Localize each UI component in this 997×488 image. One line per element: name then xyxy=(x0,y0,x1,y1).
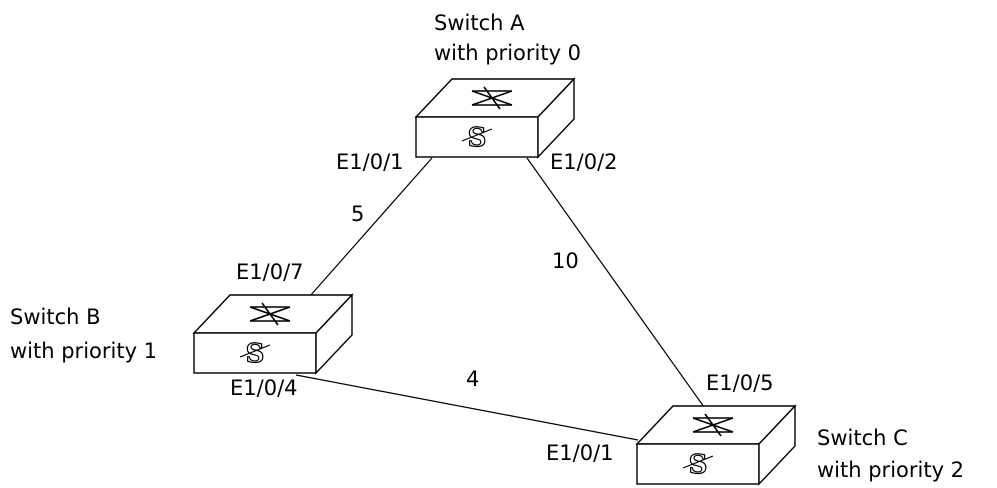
port-label-a-left: E1/0/1 xyxy=(336,150,404,174)
link-a-c xyxy=(526,157,705,408)
port-label-b-bottom: E1/0/4 xyxy=(230,376,298,400)
switch-b-priority: with priority 1 xyxy=(10,339,157,363)
switch-b-icon xyxy=(193,294,353,374)
switch-c-name: Switch C xyxy=(817,426,908,450)
link-a-b xyxy=(309,157,433,297)
link-cost-a-c: 10 xyxy=(552,249,579,273)
switch-a-icon xyxy=(415,78,575,158)
switch-a-priority: with priority 0 xyxy=(434,41,581,65)
port-label-b-top: E1/0/7 xyxy=(236,260,304,284)
port-label-a-right: E1/0/2 xyxy=(550,150,618,174)
link-cost-a-b: 5 xyxy=(351,202,364,226)
link-cost-b-c: 4 xyxy=(466,367,479,391)
port-label-c-top: E1/0/5 xyxy=(706,371,774,395)
link-b-c xyxy=(295,374,639,441)
switch-b-name: Switch B xyxy=(10,305,101,329)
switch-c-priority: with priority 2 xyxy=(817,458,964,482)
switch-c-icon xyxy=(636,405,796,485)
port-label-c-left: E1/0/1 xyxy=(546,441,614,465)
switch-a-name: Switch A xyxy=(434,11,525,35)
